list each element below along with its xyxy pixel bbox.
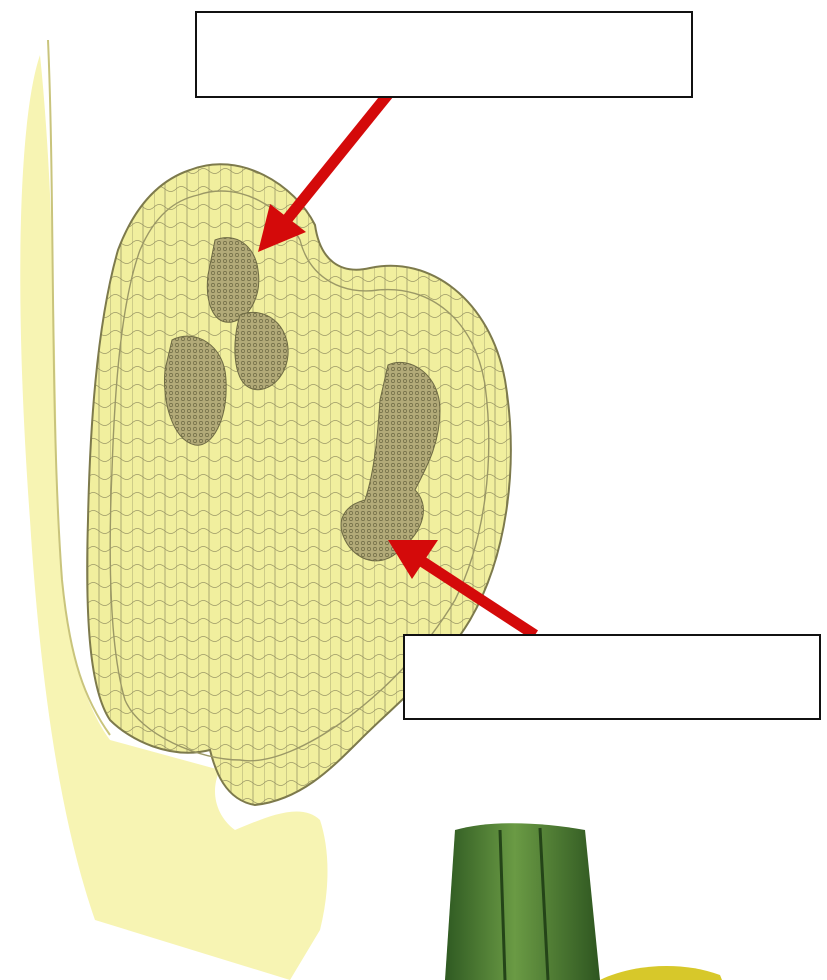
arrow-icon: [258, 92, 390, 252]
yellow-leaf-tip: [600, 966, 722, 980]
label-box-bottom: [403, 634, 821, 720]
green-stem: [445, 823, 600, 980]
label-box-top: [195, 11, 693, 98]
